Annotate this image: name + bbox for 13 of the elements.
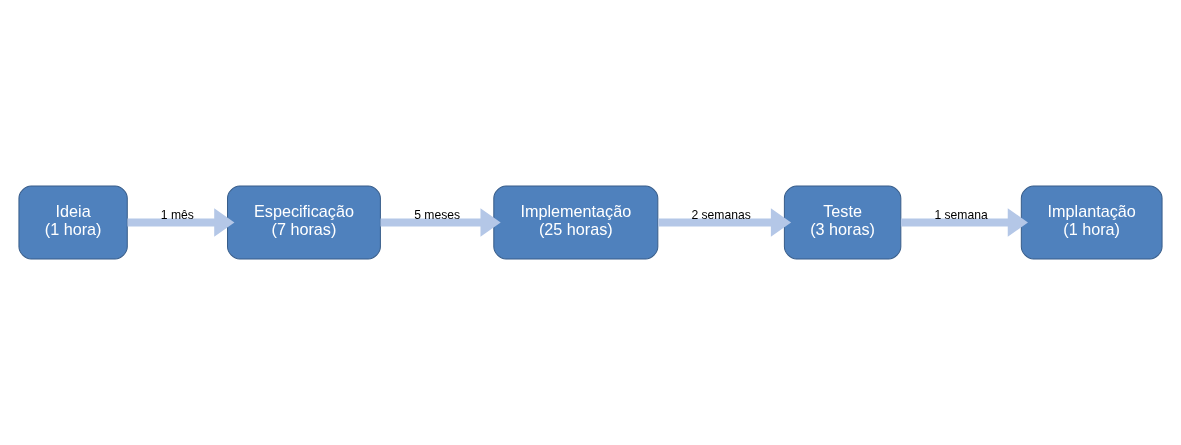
- arrow: [380, 208, 501, 237]
- edge-label: 5 meses: [414, 208, 461, 223]
- node-box: Ideia (1 hora): [18, 185, 128, 260]
- edge-label: 2 semanas: [691, 208, 751, 223]
- node-box: Implantação (1 hora): [1020, 185, 1163, 260]
- arrow: [900, 208, 1028, 237]
- arrow: [658, 208, 792, 237]
- node-box: Especificação (7 horas): [227, 185, 381, 260]
- arrow: [127, 208, 235, 237]
- node-box: Teste (3 horas): [783, 185, 902, 260]
- node-box: Implementação (25 horas): [493, 185, 659, 260]
- edge-label: 1 mês: [160, 208, 194, 223]
- edge-label: 1 semana: [934, 208, 988, 223]
